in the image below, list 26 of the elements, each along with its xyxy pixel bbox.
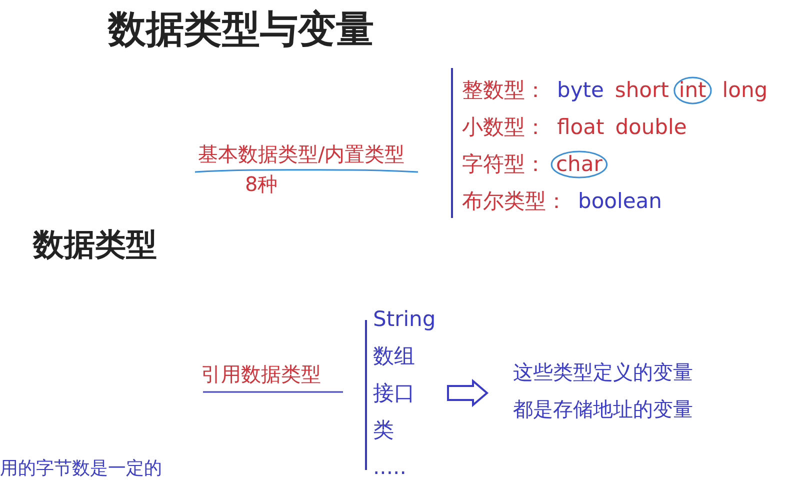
type-category-label: 整数型： — [462, 77, 546, 104]
type-keyword: short — [614, 77, 669, 104]
title: 数据类型与变量 — [108, 6, 374, 53]
category-label: 基本数据类型/内置类型 — [198, 141, 405, 168]
type-keyword: double — [615, 114, 687, 141]
note-text: 用的字节数是一定的 — [0, 457, 162, 480]
type-category-label: 字符型： — [462, 151, 546, 178]
type-category-label: 小数型： — [462, 114, 546, 141]
count-label: 8种 — [245, 171, 278, 198]
type-keyword: boolean — [578, 188, 662, 215]
hollow-arrow — [447, 378, 489, 408]
type-item: String — [373, 306, 437, 333]
type-item: ..... — [373, 454, 408, 480]
type-keyword: long — [722, 77, 768, 104]
section-heading: 数据类型 — [33, 226, 157, 265]
type-item: 接口 — [373, 380, 416, 407]
type-category-label: 布尔类型： — [462, 188, 567, 215]
type-keyword: byte — [557, 77, 604, 104]
description-text: 都是存储地址的变量 — [513, 396, 693, 423]
category-label: 引用数据类型 — [201, 361, 321, 388]
description-text: 这些类型定义的变量 — [513, 359, 693, 386]
type-item: 数组 — [373, 343, 416, 370]
type-keyword: char — [551, 150, 608, 178]
type-item: 类 — [373, 417, 395, 444]
type-keyword: float — [557, 114, 604, 141]
type-keyword: int — [674, 76, 712, 104]
